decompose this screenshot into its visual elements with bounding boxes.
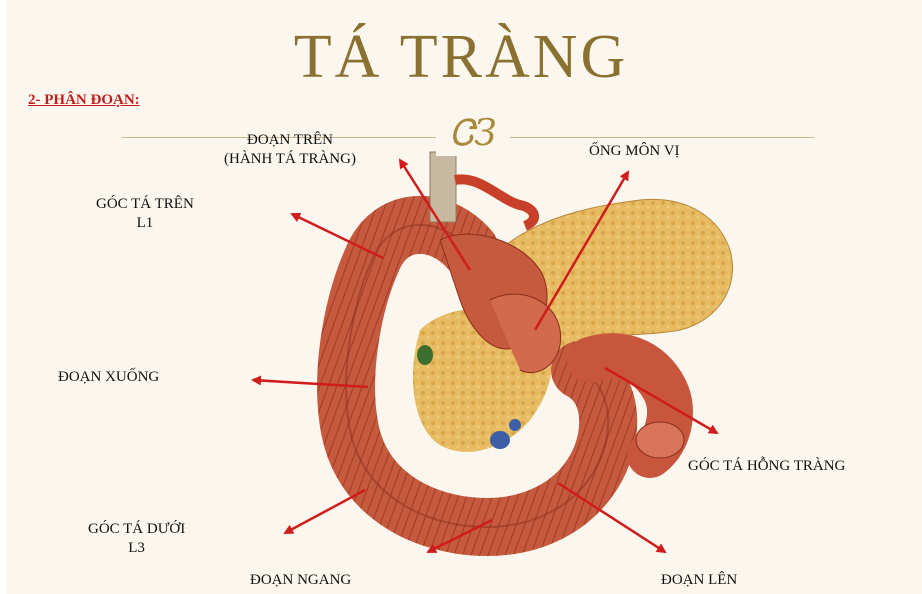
label-goc-ta-duoi: GÓC TÁ DƯỚI L3 bbox=[88, 520, 185, 558]
arrow-goc-ta-duoi bbox=[285, 490, 365, 533]
label-goc-ta-tren: GÓC TÁ TRÊN L1 bbox=[96, 195, 194, 233]
label-ong-mon-vi: ỐNG MÔN VỊ bbox=[589, 142, 680, 161]
ornament-flourish: ᏣЗ bbox=[436, 112, 510, 156]
label-doan-tren: ĐOẠN TRÊN (HÀNH TÁ TRÀNG) bbox=[224, 131, 356, 169]
label-doan-xuong: ĐOẠN XUỐNG bbox=[58, 368, 159, 387]
label-goc-ta-hong-trang: GÓC TÁ HỖNG TRÀNG bbox=[688, 457, 845, 476]
label-doan-ngang: ĐOẠN NGANG bbox=[250, 571, 351, 590]
label-doan-len: ĐOẠN LÊN bbox=[661, 571, 737, 590]
